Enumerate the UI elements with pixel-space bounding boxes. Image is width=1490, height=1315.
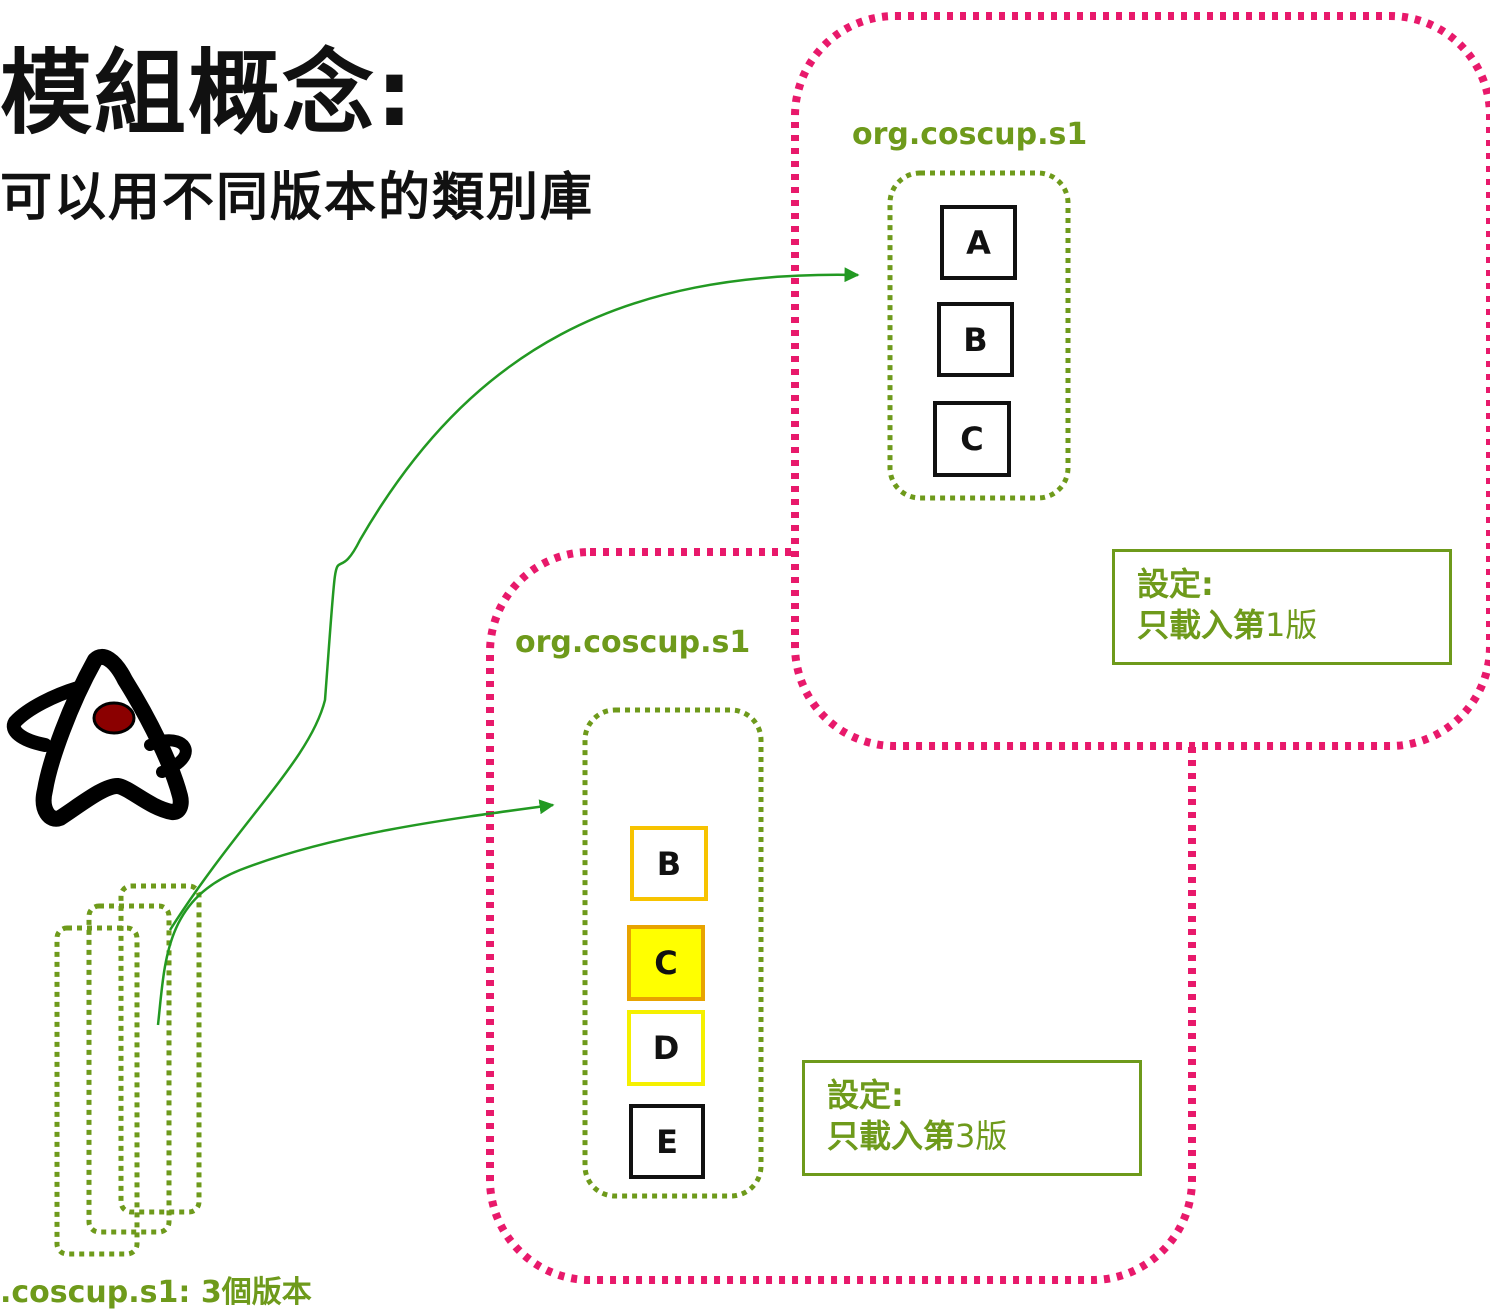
page-title: 模組概念: bbox=[0, 40, 415, 147]
class-box-d-v3: D bbox=[627, 1010, 705, 1086]
config-detail-bottom: 只載入第3版 bbox=[827, 1116, 1139, 1157]
config-detail-top-text: 只載入第 bbox=[1137, 605, 1266, 644]
arrow-to-top-module bbox=[168, 267, 860, 931]
page-subtitle: 可以用不同版本的類別庫 bbox=[0, 168, 595, 228]
config-heading-top: 設定: bbox=[1137, 565, 1214, 603]
package-group-top bbox=[887, 170, 1071, 501]
class-box-b: B bbox=[937, 302, 1014, 377]
java-duke-icon bbox=[6, 649, 192, 827]
config-version-top: 1版 bbox=[1265, 605, 1318, 644]
config-version-bottom: 3版 bbox=[955, 1116, 1008, 1155]
package-label-top: org.coscup.s1 bbox=[852, 117, 1088, 152]
jar-version-1 bbox=[54, 925, 140, 1257]
package-group-bottom bbox=[582, 707, 764, 1199]
config-box-bottom: 設定: 只載入第3版 bbox=[802, 1060, 1142, 1176]
package-label-bottom: org.coscup.s1 bbox=[515, 625, 751, 660]
class-box-e-v3: E bbox=[629, 1104, 705, 1179]
jar-version-3 bbox=[118, 883, 202, 1215]
config-detail-top: 只載入第1版 bbox=[1137, 605, 1449, 646]
jar-versions-label: .coscup.s1: 3個版本 bbox=[0, 1275, 312, 1310]
jar-version-2 bbox=[86, 903, 172, 1235]
class-box-a: A bbox=[940, 205, 1017, 280]
config-box-top: 設定: 只載入第1版 bbox=[1112, 549, 1452, 665]
class-box-c: C bbox=[933, 401, 1011, 477]
config-heading-bottom: 設定: bbox=[827, 1076, 904, 1114]
config-detail-bottom-text: 只載入第 bbox=[827, 1116, 956, 1155]
class-box-b-v3: B bbox=[630, 826, 708, 901]
class-box-c-v3: C bbox=[627, 925, 705, 1001]
arrow-to-bottom-module bbox=[156, 799, 555, 1026]
